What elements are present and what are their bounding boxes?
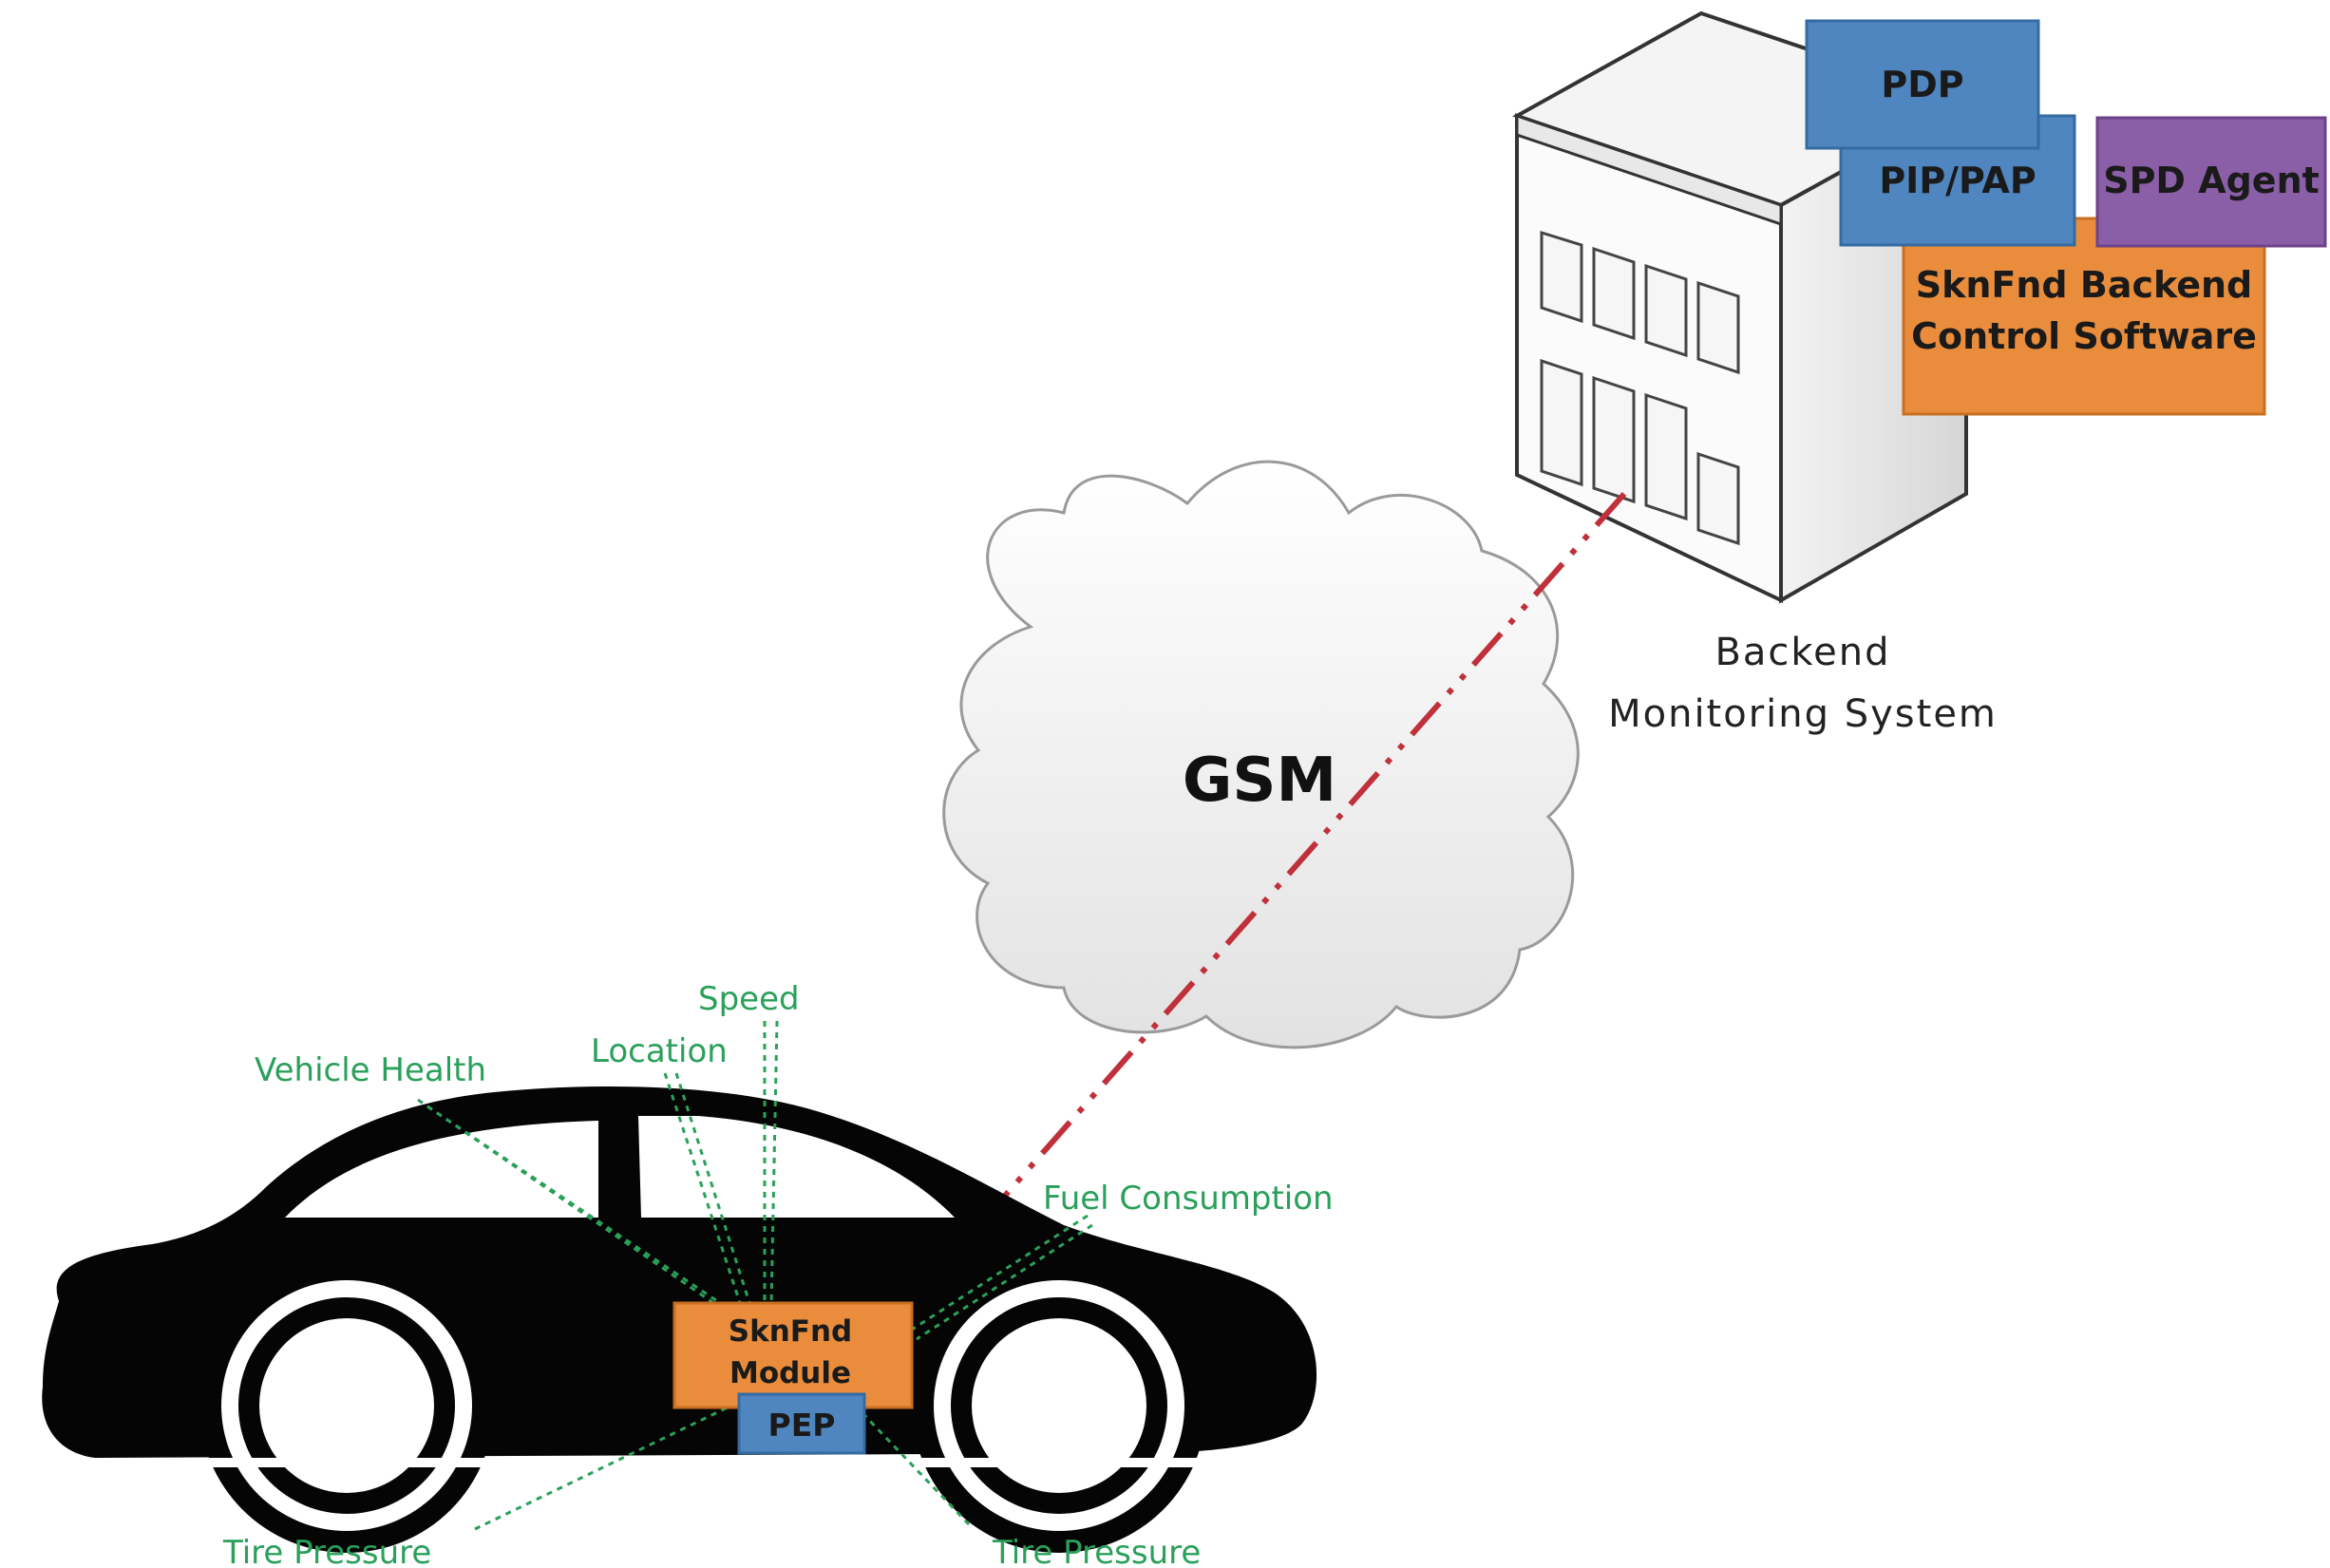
pep-box: PEP — [737, 1392, 866, 1455]
backend-software-line2: Control Software — [1911, 315, 2257, 357]
spd-agent-label: SPD Agent — [2103, 160, 2320, 201]
car-window-rear — [638, 1116, 955, 1218]
spd-agent-box: SPD Agent — [2095, 116, 2327, 248]
sensor-location: Location — [591, 1032, 728, 1070]
backend-caption-line2: Monitoring System — [1608, 692, 1998, 736]
module-line1: SknFnd — [729, 1314, 852, 1349]
backend-software-line1: SknFnd Backend — [1916, 264, 2253, 306]
car-wheel-rear — [912, 1258, 1206, 1553]
pdp-label: PDP — [1881, 64, 1963, 105]
gsm-label: GSM — [1183, 746, 1336, 816]
gsm-cloud: GSM — [942, 460, 1580, 1049]
pip-pap-label: PIP/PAP — [1879, 160, 2036, 201]
vehicle — [0, 1086, 1349, 1553]
sensor-tire-pressure-left: Tire Pressure — [222, 1534, 431, 1568]
building-windows — [1540, 230, 1740, 546]
backend-software-box: SknFnd Backend Control Software — [1902, 217, 2266, 416]
pep-label: PEP — [768, 1407, 836, 1444]
sensor-fuel-consumption: Fuel Consumption — [1043, 1180, 1334, 1218]
pdp-box: PDP — [1805, 19, 2040, 150]
sensor-vehicle-health: Vehicle Health — [255, 1051, 486, 1089]
sensor-links — [417, 1020, 1093, 1531]
sknfnd-module-box: SknFnd Module — [672, 1301, 914, 1409]
gsm-communication-link — [909, 492, 1627, 1303]
backend-caption-line1: Backend — [1714, 631, 1890, 674]
sensor-speed: Speed — [698, 980, 800, 1018]
sensor-tire-pressure-right: Tire Pressure — [992, 1534, 1201, 1568]
module-line2: Module — [729, 1356, 851, 1390]
car-wheel-front — [199, 1258, 494, 1553]
car-window-front — [285, 1121, 598, 1218]
